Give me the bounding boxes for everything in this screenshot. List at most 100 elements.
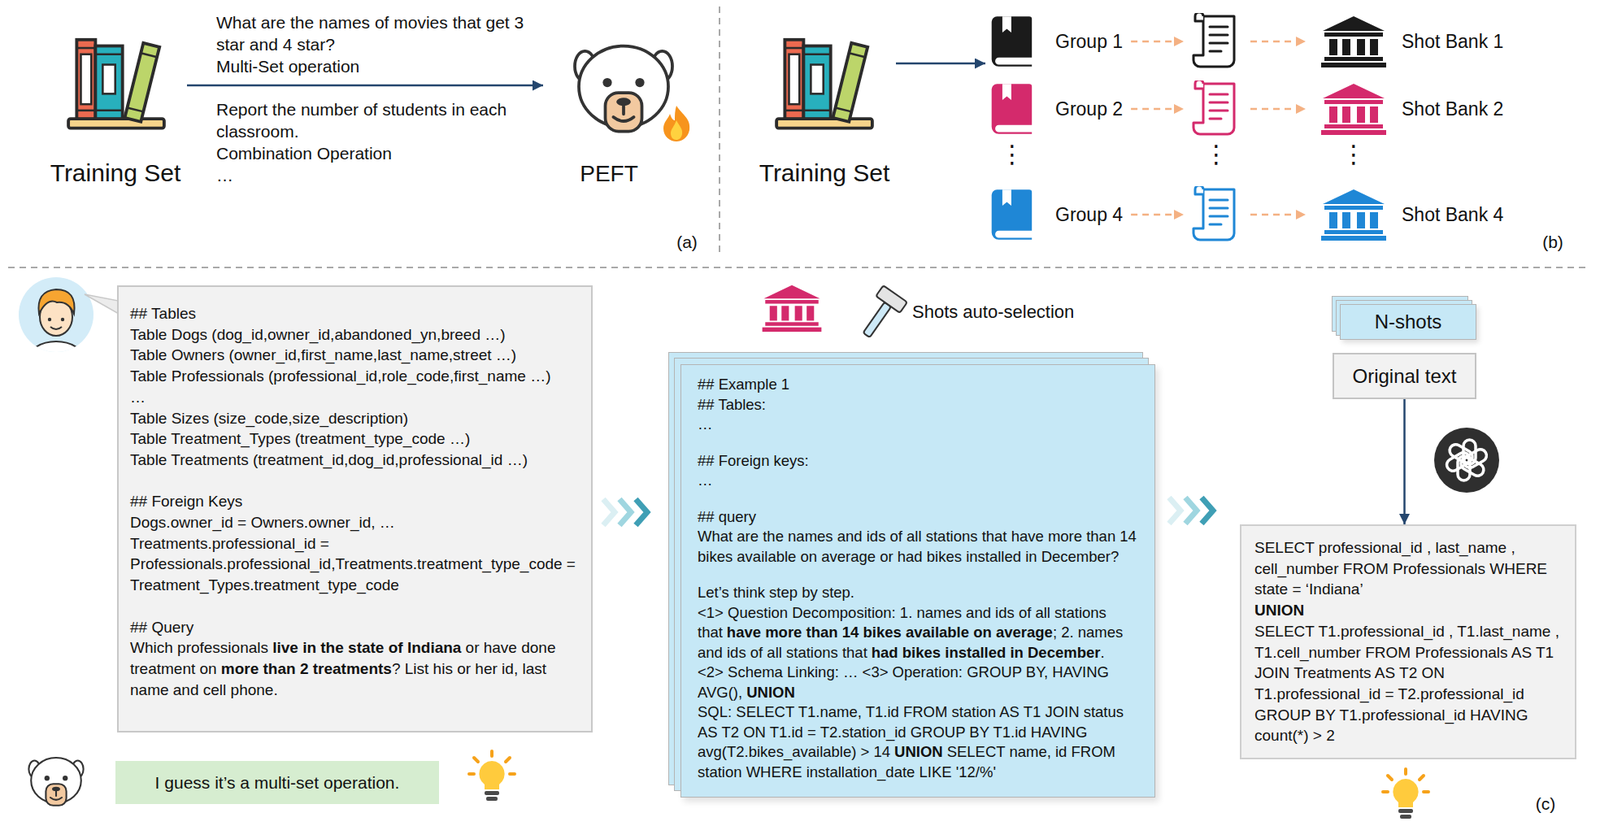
text-line: Which professionalslive in the state of …	[130, 637, 580, 700]
text-line: Table Professionals (professional_id,rol…	[130, 365, 580, 387]
shot-bank-icon	[1321, 189, 1387, 241]
flow-chevron	[1185, 497, 1197, 524]
shot-bank-icon	[1321, 16, 1387, 68]
shot-bank-node: Shot Bank 1	[1307, 13, 1509, 70]
node-label: Shot Bank 4	[1401, 204, 1504, 227]
shot-bank-node: Shot Bank 2	[1307, 80, 1509, 138]
flow-arrow	[186, 84, 544, 87]
arrowhead	[1173, 104, 1184, 114]
speech-tail	[84, 294, 119, 314]
text-line: Let’s think step by step.	[697, 582, 1145, 604]
example-text: What are the names and ids of all statio…	[697, 527, 1137, 566]
category-text: Multi-Set operation	[216, 55, 360, 78]
bold-text: UNION	[894, 743, 944, 761]
example-text: ## Foreign keys:	[697, 452, 809, 470]
books-icon	[68, 39, 165, 129]
panel-tag: (b)	[1542, 230, 1564, 253]
node-label: Original text	[1352, 365, 1457, 388]
avatar-hair	[38, 289, 74, 314]
prompt-text: Table Professionals (professional_id,rol…	[130, 367, 551, 385]
text-line: Table Owners (owner_id,first_name,last_n…	[130, 344, 580, 366]
group-node: Group 4	[985, 186, 1128, 244]
shots-box: N-shots	[1339, 304, 1477, 340]
caption-text: Shots auto-selection	[912, 300, 1074, 323]
bold-text: UNION	[746, 683, 796, 701]
shot-bank-icon	[762, 285, 822, 332]
node-label: Group 2	[1055, 98, 1123, 121]
panel-tag: (c)	[1535, 792, 1557, 815]
prompt-text: ## Tables	[130, 304, 196, 322]
node-label: Group 4	[1055, 204, 1123, 227]
text-line: ## Foreign keys:	[697, 451, 1145, 472]
text-line: Table Dogs (dog_id,owner_id,abandoned_yn…	[130, 324, 580, 346]
bold-text: live in the state of Indiana	[272, 639, 461, 657]
openai-logo	[1434, 427, 1500, 493]
example-text: ## query	[697, 508, 757, 526]
node-label: Training Set	[752, 159, 896, 188]
shot-bank-icon	[1321, 83, 1387, 135]
lightbulb-icon	[469, 751, 515, 801]
flow-chevron	[1169, 497, 1181, 524]
flow-chevron	[1201, 497, 1214, 524]
books-icon	[776, 39, 873, 129]
prompt-text: Table Owners (owner_id,first_name,last_n…	[130, 346, 517, 364]
example-text: ## Tables:	[697, 395, 766, 414]
hammer-head	[875, 285, 908, 314]
hammer-icon	[854, 285, 908, 344]
text-line: Table Treatments (treatment_id,dog_id,pr…	[130, 449, 580, 471]
text-line: What are the names and ids of all statio…	[697, 526, 1145, 567]
flow-arrow	[895, 62, 986, 66]
text-line: Treatments.professional_id = Professiona…	[130, 533, 580, 596]
flow-chevron	[635, 499, 648, 526]
sql-text: SELECT T1.professional_id , T1.last_name…	[1254, 622, 1560, 745]
document-icon	[1193, 12, 1235, 67]
prompt-text: Dogs.owner_id = Owners.owner_id, …	[130, 513, 396, 531]
text-line: ## Example 1	[697, 374, 1145, 396]
category-text: Combination Operation	[216, 142, 392, 165]
logo-knot	[1444, 439, 1489, 481]
group-book-icon	[991, 16, 1033, 67]
panel-tag: (a)	[676, 230, 698, 253]
shot-bank-node: Shot Bank 4	[1307, 186, 1509, 244]
text-line: …	[697, 470, 1145, 492]
group-book-icon	[991, 83, 1033, 135]
group-node: Group 2	[985, 80, 1128, 138]
node-label: Shot Bank 1	[1401, 30, 1504, 53]
text-line: ## Query	[130, 617, 580, 639]
llama-icon	[574, 46, 673, 132]
prompt-text: Table Treatments (treatment_id,dog_id,pr…	[130, 451, 528, 469]
node-label: Training Set	[43, 159, 187, 188]
avatar-smile	[50, 326, 62, 330]
bold-text: had bikes installed in December	[871, 643, 1101, 661]
flow-chevron	[619, 499, 631, 526]
avatar-body	[28, 341, 84, 378]
model-node: PEFT	[543, 39, 675, 187]
vertical-ellipsis: ⋮	[1204, 143, 1229, 166]
dashed-arrow	[1130, 40, 1306, 44]
guess-text: I guess it’s a multi-set operation.	[155, 773, 400, 793]
example-box: ## Example 1## Tables:…## Foreign keys:……	[680, 364, 1156, 798]
vertical-ellipsis: ⋮	[1000, 143, 1025, 166]
text-line: ## Tables	[130, 303, 580, 325]
flow-arrow	[1403, 399, 1406, 525]
prompt-text: Table Treatment_Types (treatment_type_co…	[130, 430, 470, 448]
prompt-text: Treatments.professional_id = Professiona…	[130, 534, 576, 594]
avatar-figure	[28, 289, 84, 378]
node-label: N-shots	[1374, 310, 1443, 334]
avatar-eye	[60, 317, 65, 322]
example-text: …	[697, 415, 714, 433]
prompt-text: ## Foreign Keys	[130, 492, 243, 510]
text-line: ## Tables:	[697, 395, 1145, 416]
lightbulb-icon	[1382, 769, 1429, 819]
text-line: Dogs.owner_id = Owners.owner_id, …	[130, 512, 580, 534]
node-label: PEFT	[543, 160, 675, 187]
text-line: SQL: SELECT T1.name, T1.id FROM station …	[697, 702, 1145, 783]
flow-chevron	[603, 499, 615, 526]
document-icon	[1193, 185, 1235, 240]
question-text: What are the names of movies that get 3 …	[216, 11, 531, 56]
example-text: .	[1100, 643, 1105, 661]
text-line: …	[697, 414, 1145, 435]
arrowhead	[1173, 36, 1184, 47]
text-line: <2> Schema Linking: … <3> Operation: GRO…	[697, 662, 1145, 703]
